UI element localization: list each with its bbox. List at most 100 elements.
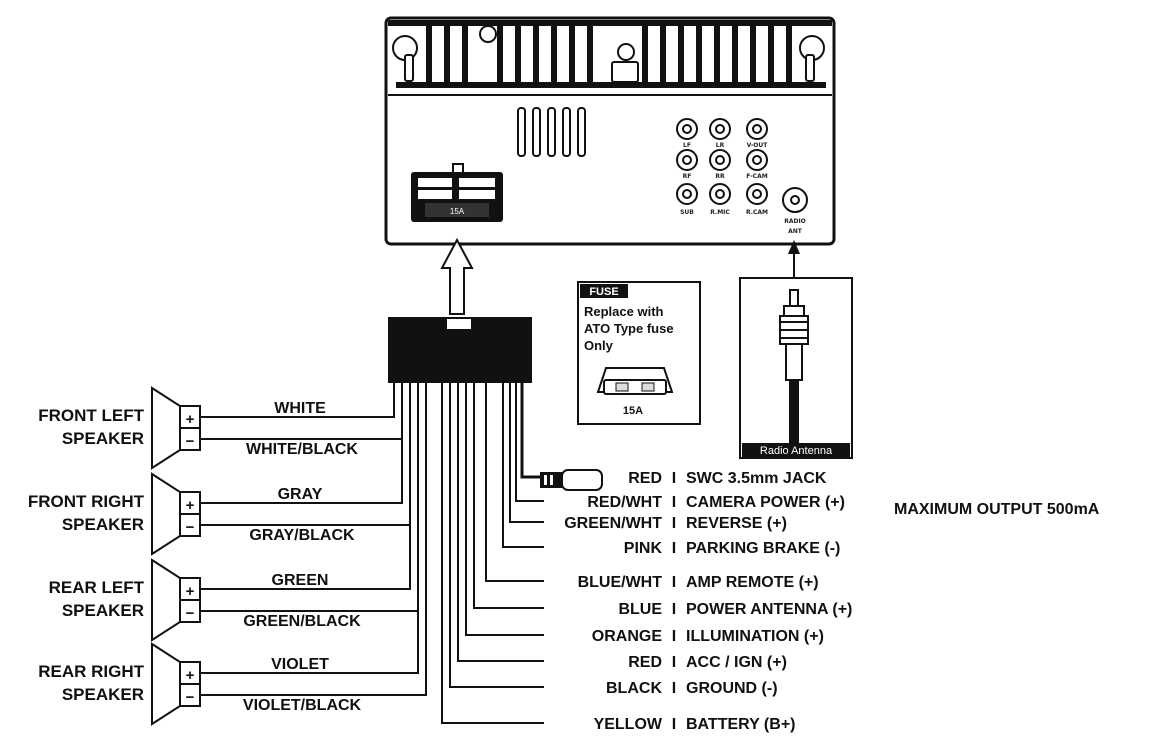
speaker-name-line2: SPEAKER [62, 601, 144, 620]
wire-row: BLACK I GROUND (-) [606, 680, 778, 697]
rca-label-rmic: R.MIC [710, 209, 730, 216]
wire-color: RED/WHT [587, 494, 662, 511]
wire-function: GROUND (-) [686, 680, 778, 697]
wire-color: BLUE [618, 601, 662, 618]
wire-function: BATTERY (B+) [686, 716, 795, 733]
harness-wire [502, 383, 544, 548]
speaker-wire-positive-color: WHITE [274, 400, 326, 417]
speaker-wire-positive-color: GREEN [272, 572, 329, 589]
wire-separator: I [672, 494, 676, 511]
rca-jacks [676, 118, 808, 213]
wire-separator: I [672, 716, 676, 733]
speaker-cone-icon [151, 472, 181, 556]
rca-label-vout: V-OUT [747, 142, 769, 149]
wire-row: RED/WHT I CAMERA POWER (+) [587, 494, 845, 511]
speaker-name-line1: FRONT RIGHT [28, 492, 145, 511]
wire-function: CAMERA POWER (+) [686, 494, 845, 511]
speaker-name-line1: FRONT LEFT [38, 406, 144, 425]
speaker-wire-positive [200, 383, 403, 504]
wire-color: PINK [624, 540, 663, 557]
speakers: FRONT LEFT SPEAKER + − WHITE WHITE/BLACK FRONT… [28, 383, 427, 726]
fuse-text-line2: ATO Type fuse [584, 321, 674, 336]
harness-plug [388, 317, 532, 383]
speaker-cone-icon [151, 386, 181, 470]
antenna-box: Radio Antenna [739, 240, 853, 459]
fuse-rating: 15A [623, 405, 643, 417]
vents [517, 107, 586, 157]
wire-separator: I [672, 540, 676, 557]
speaker-wire-negative-color: VIOLET/BLACK [243, 697, 362, 714]
wire-functions: RED I SWC 3.5mm JACK RED/WHT I CAMERA POWER (… [564, 470, 852, 733]
antenna-jack-label-2: ANT [788, 228, 803, 235]
wire-color: RED [628, 470, 662, 487]
fuse-info-box: FUSE Replace with ATO Type fuse Only 15A [577, 281, 701, 425]
speaker-minus-sign: − [186, 433, 195, 450]
speaker-wire-negative-color: GRAY/BLACK [249, 527, 355, 544]
fuse-text-line3: Only [584, 338, 614, 353]
speaker-cone-icon [151, 558, 181, 642]
wire-separator: I [672, 628, 676, 645]
speaker-plus-sign: + [186, 497, 195, 514]
speaker-wire-positive [200, 383, 419, 674]
harness-wire [520, 383, 540, 479]
antenna-jack-label-1: RADIO [784, 218, 806, 225]
speaker-wire-positive [200, 383, 395, 418]
wire-row: RED I ACC / IGN (+) [628, 654, 787, 671]
wire-row: RED I SWC 3.5mm JACK [628, 470, 827, 487]
camera-max-output-note: MAXIMUM OUTPUT 500mA [894, 501, 1100, 518]
harness-wire [485, 383, 544, 582]
socket-fuse-label: 15A [450, 207, 465, 216]
wire-color: GREEN/WHT [564, 515, 662, 532]
speaker-wire-negative-color: WHITE/BLACK [246, 441, 358, 458]
rca-labels: LF LR V-OUT RF RR F-CAM SUB R.MIC R.CAM … [680, 142, 806, 235]
speaker-plus-sign: + [186, 583, 195, 600]
wire-separator: I [672, 654, 676, 671]
speaker-plus-sign: + [186, 667, 195, 684]
speaker-name-line1: REAR LEFT [49, 578, 145, 597]
wire-color: ORANGE [592, 628, 663, 645]
wire-color: YELLOW [594, 716, 663, 733]
wire-color: RED [628, 654, 662, 671]
harness-wire [449, 383, 544, 688]
harness-wire [465, 383, 544, 636]
speaker-cone-icon [151, 642, 181, 726]
wire-color: BLACK [606, 680, 662, 697]
ato-fuse-icon [596, 367, 674, 395]
speaker-wire-negative-color: GREEN/BLACK [243, 613, 361, 630]
rca-label-lf: LF [683, 142, 691, 149]
wire-function: ILLUMINATION (+) [686, 628, 824, 645]
wire-separator: I [672, 680, 676, 697]
wire-row: YELLOW I BATTERY (B+) [594, 716, 796, 733]
head-unit: 15A LF LR V-OUT RF RR F-CAM SUB R.MIC R.… [384, 16, 836, 246]
heatsink [388, 20, 832, 96]
harness-wire [473, 383, 544, 609]
rca-label-lr: LR [716, 142, 725, 149]
wire-row: BLUE I POWER ANTENNA (+) [618, 601, 852, 618]
rca-label-fcam: F-CAM [746, 173, 767, 180]
wire-function: POWER ANTENNA (+) [686, 601, 852, 618]
speaker-name-line2: SPEAKER [62, 429, 144, 448]
swc-jack-plug [540, 469, 603, 491]
wire-bundle [441, 383, 544, 724]
speaker-minus-sign: − [186, 605, 195, 622]
harness-wire [515, 383, 544, 502]
rca-label-rcam: R.CAM [746, 209, 768, 216]
speaker-wire-negative [200, 383, 427, 696]
antenna-label: Radio Antenna [760, 445, 833, 457]
antenna-plug-icon [779, 289, 809, 443]
speaker-name-line2: SPEAKER [62, 685, 144, 704]
wire-separator: I [672, 574, 676, 591]
harness-wire [457, 383, 544, 662]
wire-separator: I [672, 470, 676, 487]
wire-function: ACC / IGN (+) [686, 654, 787, 671]
rca-label-rf: RF [683, 173, 692, 180]
speaker-name-line1: REAR RIGHT [38, 662, 144, 681]
harness-wire [441, 383, 544, 724]
connect-arrow [440, 237, 474, 315]
wire-separator: I [672, 601, 676, 618]
wire-function: SWC 3.5mm JACK [686, 470, 827, 487]
